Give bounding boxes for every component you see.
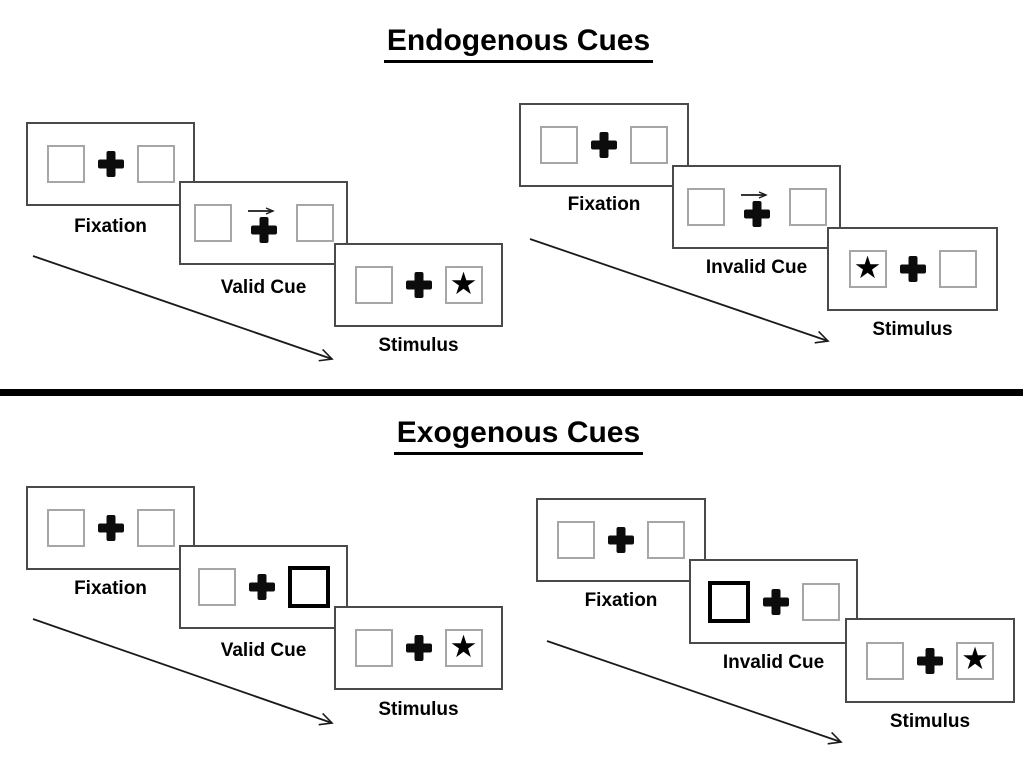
right-box (136, 145, 175, 183)
right-box (788, 188, 827, 226)
right-box (295, 204, 334, 242)
star-box: ★ (848, 249, 887, 288)
cue-arrow-right-icon (247, 207, 275, 215)
cue-box (707, 580, 750, 623)
card-label: Fixation (584, 590, 658, 611)
valid-cue-card (179, 181, 348, 265)
card-label: Invalid Cue (705, 257, 808, 278)
right-box (647, 521, 685, 559)
star-icon: ★ (449, 265, 478, 302)
left-box (540, 126, 578, 164)
fixation-center (900, 256, 926, 282)
star-box: ★ (444, 265, 483, 304)
fixation-center (406, 272, 432, 298)
left-box (354, 266, 393, 304)
exogenous-section-title: Exogenous Cues (14, 416, 1023, 455)
card-label: Stimulus (889, 711, 971, 732)
fixation-cross-icon (406, 635, 432, 661)
cue-box (287, 566, 330, 608)
invalid-cue-card (672, 165, 841, 249)
fixation-center (98, 151, 124, 177)
left-box (46, 145, 85, 183)
card-label: Fixation (74, 216, 147, 237)
card-label: Valid Cue (220, 640, 307, 661)
right-box (630, 126, 668, 164)
invalid-cue-card (689, 559, 858, 644)
cue-center (245, 203, 283, 243)
left-box (866, 641, 904, 680)
right-box (801, 582, 840, 621)
star-icon: ★ (853, 249, 882, 286)
fixation-cross-icon (763, 589, 789, 615)
right-box (938, 250, 977, 288)
star-icon: ★ (961, 641, 989, 677)
card-label: Fixation (567, 194, 641, 215)
stimulus-card: ★ (827, 227, 998, 311)
left-box (557, 521, 595, 559)
fixation-cross-icon (251, 217, 277, 243)
star-box: ★ (444, 628, 483, 667)
card-label: Fixation (74, 578, 147, 599)
fixation-card (26, 486, 195, 570)
sequence-arrow (32, 618, 334, 726)
section-title-text: Exogenous Cues (393, 416, 644, 455)
card-label: Invalid Cue (722, 652, 825, 673)
left-box (197, 568, 236, 606)
stimulus-card: ★ (845, 618, 1015, 703)
fixation-card (519, 103, 689, 187)
card-label: Stimulus (378, 699, 459, 720)
left-box (193, 204, 232, 242)
fixation-cross-icon (98, 515, 124, 541)
sequence-arrow (32, 255, 334, 362)
fixation-center (406, 635, 432, 661)
fixation-card (536, 498, 706, 582)
fixation-cross-icon (98, 151, 124, 177)
sequence-arrow (529, 238, 830, 344)
fixation-center (608, 527, 634, 553)
fixation-center (917, 648, 943, 674)
left-box (354, 629, 393, 667)
left-box (686, 188, 725, 226)
section-divider (0, 389, 1023, 396)
fixation-cross-icon (591, 132, 617, 158)
fixation-center (763, 589, 789, 615)
stimulus-card: ★ (334, 243, 503, 327)
cue-center (738, 187, 776, 227)
fixation-center (249, 574, 275, 600)
fixation-center (591, 132, 617, 158)
fixation-cross-icon (608, 527, 634, 553)
fixation-cross-icon (249, 574, 275, 600)
right-box (136, 509, 175, 547)
fixation-center (98, 515, 124, 541)
star-box: ★ (956, 641, 994, 680)
fixation-cross-icon (406, 272, 432, 298)
card-label: Stimulus (872, 319, 953, 340)
card-label: Stimulus (378, 335, 459, 356)
fixation-cross-icon (744, 201, 770, 227)
stimulus-card: ★ (334, 606, 503, 690)
star-icon: ★ (449, 628, 478, 665)
card-label: Valid Cue (220, 277, 307, 298)
fixation-card (26, 122, 195, 206)
cue-arrow-right-icon (740, 191, 768, 199)
fixation-cross-icon (917, 648, 943, 674)
valid-cue-card (179, 545, 348, 629)
section-title-text: Endogenous Cues (383, 24, 654, 63)
fixation-cross-icon (900, 256, 926, 282)
endogenous-section-title: Endogenous Cues (14, 24, 1023, 63)
left-box (46, 509, 85, 547)
